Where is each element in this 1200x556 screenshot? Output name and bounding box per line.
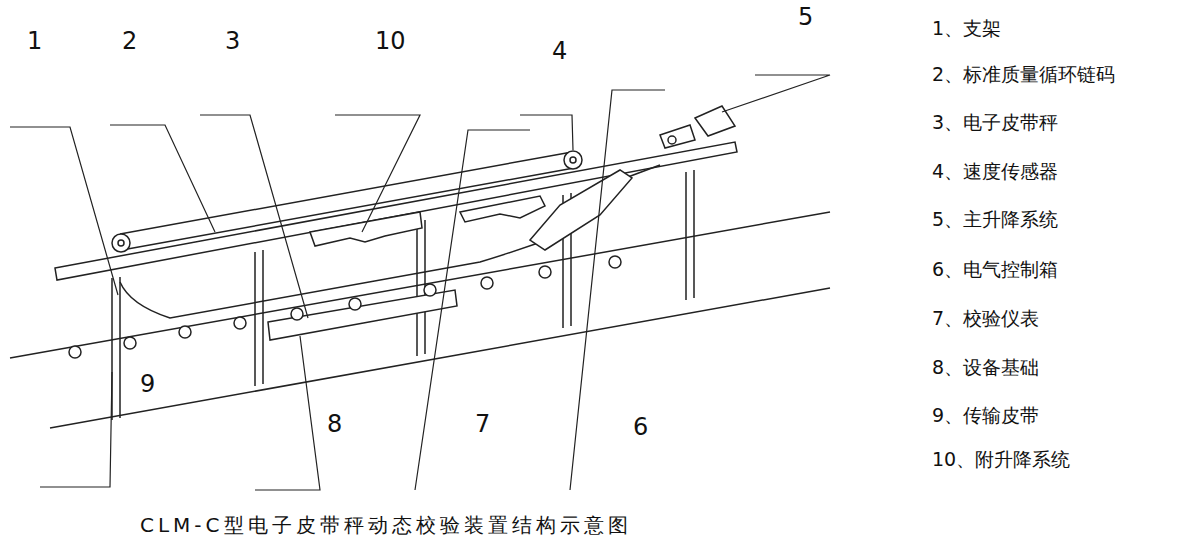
belt-line — [10, 212, 830, 358]
belt-scale — [268, 290, 457, 340]
legend-item: 7、校验仪表 — [932, 308, 1039, 329]
legend-item: 10、附升降系统 — [932, 449, 1070, 470]
legend-item: 8、设备基础 — [932, 357, 1039, 378]
callout-number: 7 — [475, 411, 490, 437]
callout-number: 6 — [633, 414, 648, 440]
instrument — [460, 196, 545, 222]
callout-number: 8 — [327, 411, 342, 437]
main-lift — [660, 106, 735, 148]
legend-item: 9、传输皮带 — [932, 405, 1039, 426]
callout-number: 1 — [27, 28, 42, 54]
legend-item: 5、主升降系统 — [932, 209, 1058, 230]
leader-lines — [10, 75, 830, 490]
rollers — [69, 256, 621, 358]
callout-number: 9 — [140, 371, 155, 397]
foundation-line — [50, 288, 830, 428]
callout-number: 2 — [122, 28, 137, 54]
legend-item: 3、电子皮带秤 — [932, 112, 1058, 133]
legend-item: 2、标准质量循环链码 — [932, 64, 1115, 85]
callout-number: 4 — [552, 38, 567, 64]
control-box — [530, 170, 632, 250]
aux-lift — [310, 212, 422, 246]
caption: CLM-C型电子皮带秤动态校验装置结构示意图 — [140, 514, 632, 536]
legend-item: 1、支架 — [932, 18, 1001, 39]
supports — [112, 170, 694, 420]
callout-number: 3 — [225, 28, 240, 54]
legend-item: 4、速度传感器 — [932, 161, 1058, 182]
callout-number: 10 — [375, 28, 406, 54]
legend-item: 6、电气控制箱 — [932, 259, 1058, 280]
chain-weight — [112, 151, 660, 318]
callout-number: 5 — [798, 4, 813, 30]
